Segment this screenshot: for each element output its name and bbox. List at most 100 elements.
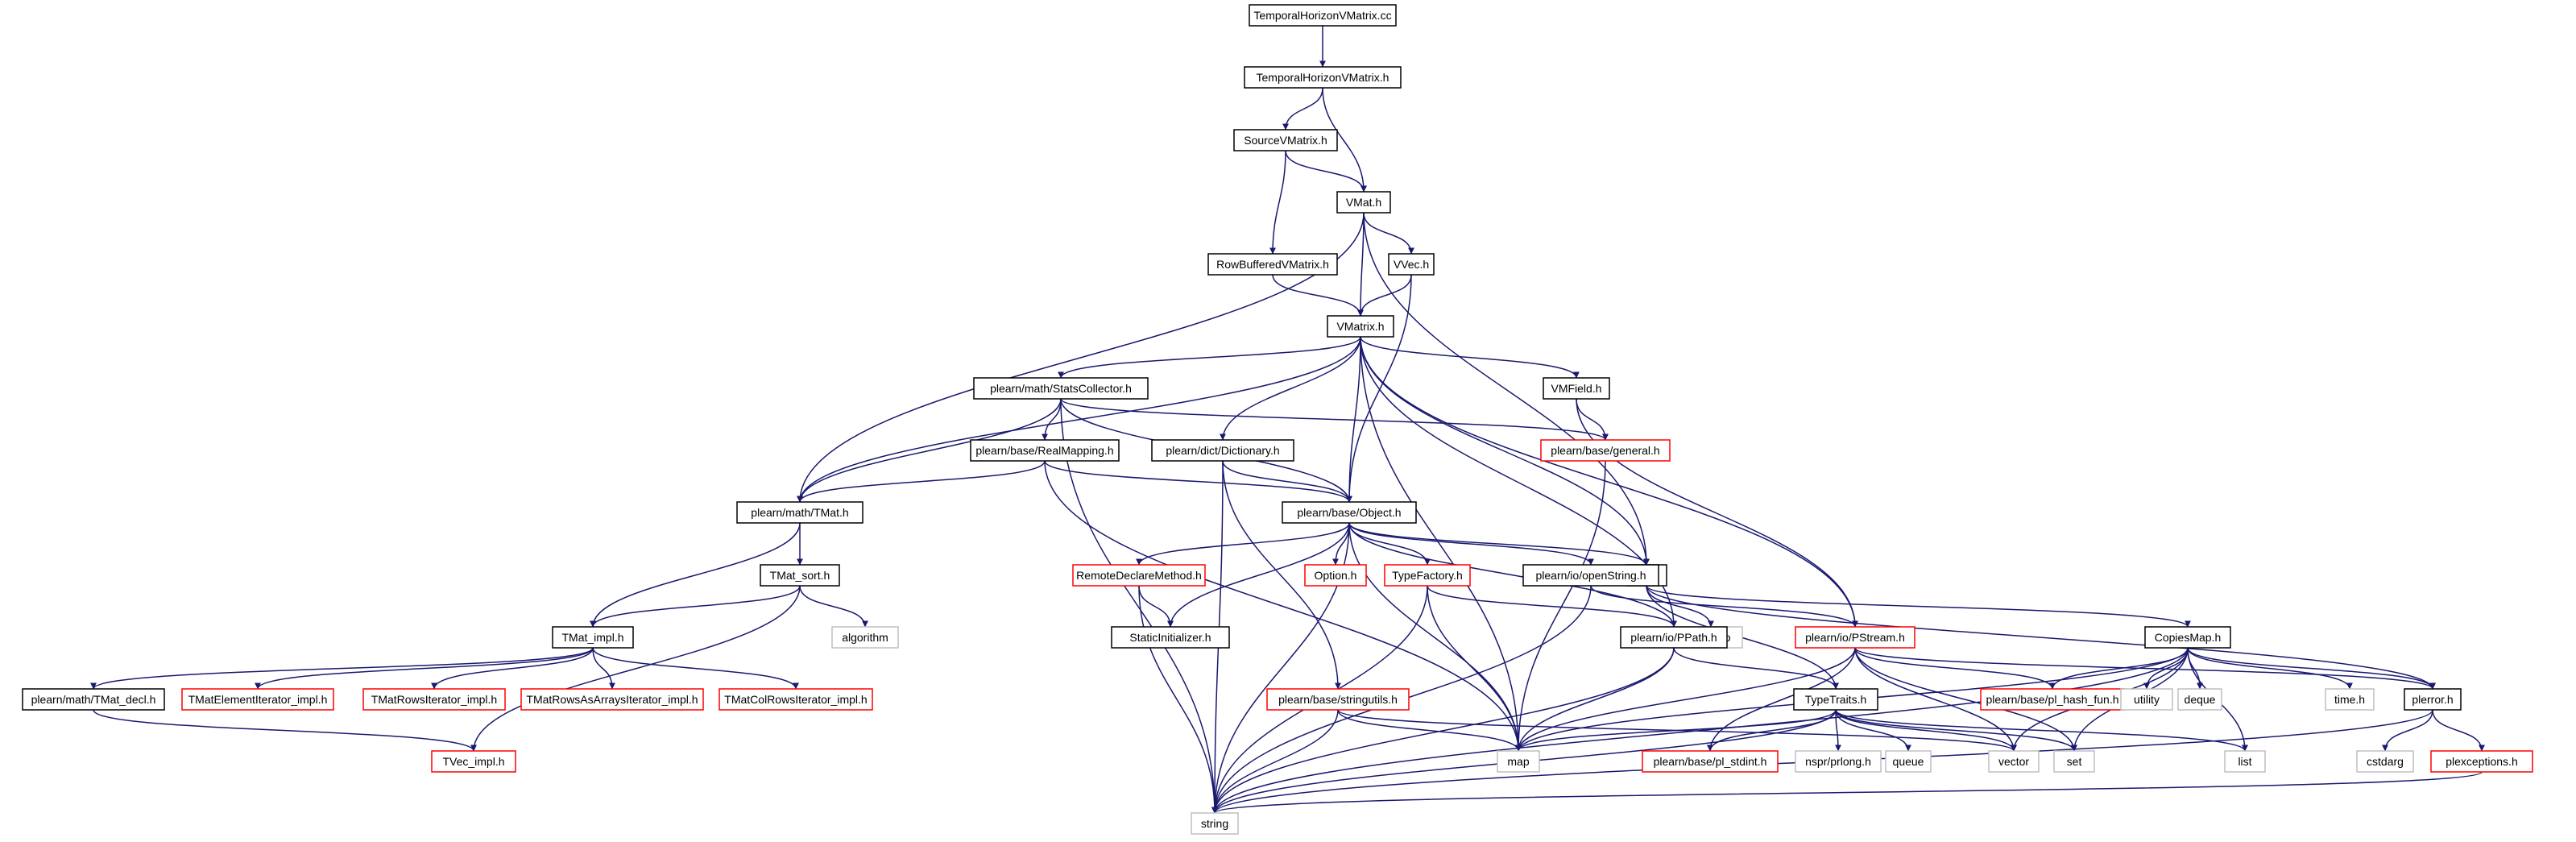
node-tmatdecl[interactable]: plearn/math/TMat_decl.h	[22, 688, 165, 711]
node-realmap[interactable]: plearn/base/RealMapping.h	[970, 439, 1120, 462]
edge-tmatimpl-to-tmatcol	[592, 647, 799, 690]
node-box-option	[1304, 564, 1367, 587]
edge-object-to-openstring	[1348, 522, 1594, 566]
node-label-dict: plearn/dict/Dictionary.h	[1166, 444, 1279, 457]
node-general[interactable]: plearn/base/general.h	[1540, 439, 1671, 462]
node-dict[interactable]: plearn/dict/Dictionary.h	[1151, 439, 1294, 462]
node-label-tvecimpl: TVec_impl.h	[442, 755, 504, 768]
node-label-utility: utility	[2134, 693, 2160, 706]
node-pstream[interactable]: plearn/io/PStream.h	[1795, 626, 1915, 649]
edge-remote-to-string	[1138, 585, 1218, 814]
node-label-typetraits: TypeTraits.h	[1805, 693, 1867, 706]
edge-vmat-to-pp	[1363, 212, 1650, 566]
node-vmatrix[interactable]: VMatrix.h	[1327, 315, 1394, 338]
edge-realmap-to-object	[1044, 460, 1352, 503]
node-copiesmap[interactable]: CopiesMap.h	[2144, 626, 2231, 649]
edge-vvec-to-object	[1346, 274, 1412, 503]
node-label-tmatelem: TMatElementIterator_impl.h	[188, 693, 328, 706]
node-typetraits[interactable]: TypeTraits.h	[1793, 688, 1878, 711]
node-root[interactable]: TemporalHorizonVMatrix.cc	[1249, 4, 1397, 27]
edge-dict-to-stringutils	[1222, 460, 1341, 690]
node-label-tmatrowsarr: TMatRowsAsArraysIterator_impl.h	[526, 693, 698, 706]
node-box-vmat	[1336, 191, 1391, 214]
edge-pstream-to-plstdint	[1707, 647, 1856, 752]
edge-pstream-to-plhash	[1854, 647, 2056, 690]
node-tvecimpl[interactable]: TVec_impl.h	[431, 750, 516, 773]
node-box-plexceptions	[2430, 750, 2533, 773]
node-label-vvec: VVec.h	[1394, 258, 1429, 271]
node-box-staticinit	[1111, 626, 1230, 649]
edge-stats-to-realmap	[1042, 398, 1062, 441]
edge-vmatrix-to-object	[1346, 336, 1361, 503]
node-vmat[interactable]: VMat.h	[1336, 191, 1391, 214]
node-vmfield[interactable]: VMField.h	[1543, 377, 1610, 400]
edge-typetraits-to-map	[1515, 709, 1837, 752]
node-box-ppath	[1620, 626, 1728, 649]
node-box-thvm	[1244, 66, 1402, 89]
edge-pstream-to-map	[1515, 647, 1856, 752]
node-tmatrowsarr[interactable]: TMatRowsAsArraysIterator_impl.h	[520, 688, 704, 711]
node-label-staticinit: StaticInitializer.h	[1129, 631, 1211, 644]
node-plexceptions[interactable]: plexceptions.h	[2430, 750, 2533, 773]
node-nspr: nspr/prlong.h	[1795, 750, 1882, 773]
node-plerror[interactable]: plerror.h	[2404, 688, 2462, 711]
node-tmatimpl[interactable]: TMat_impl.h	[552, 626, 634, 649]
node-label-tmatrows: TMatRowsIterator_impl.h	[371, 693, 497, 706]
node-tmatrows[interactable]: TMatRowsIterator_impl.h	[362, 688, 506, 711]
node-object[interactable]: plearn/base/Object.h	[1282, 501, 1417, 524]
edge-typetraits-to-list	[1835, 709, 2248, 752]
edge-typetraits-to-set	[1835, 709, 2077, 752]
node-box-string	[1191, 812, 1239, 835]
node-tmatcol[interactable]: TMatColRowsIterator_impl.h	[719, 688, 873, 711]
edge-stats-to-general	[1060, 398, 1609, 441]
edge-ppath-to-typetraits	[1673, 647, 1839, 690]
edge-vmatrix-to-tmat	[797, 336, 1361, 503]
node-box-tmatsort	[760, 564, 840, 587]
node-tmatsort[interactable]: TMat_sort.h	[760, 564, 840, 587]
edge-object-to-ppath	[1348, 522, 1677, 628]
node-box-src	[1233, 129, 1338, 151]
node-stats[interactable]: plearn/math/StatsCollector.h	[973, 377, 1149, 400]
node-option[interactable]: Option.h	[1304, 564, 1367, 587]
node-box-general	[1540, 439, 1671, 462]
node-box-cstdarg	[2356, 750, 2414, 773]
node-typefactory[interactable]: TypeFactory.h	[1384, 564, 1471, 587]
node-openstring[interactable]: plearn/io/openString.h	[1522, 564, 1659, 587]
node-string: string	[1191, 812, 1239, 835]
edge-copiesmap-to-string	[1211, 647, 2189, 814]
node-rowbuf[interactable]: RowBufferedVMatrix.h	[1207, 253, 1338, 276]
node-label-object: plearn/base/Object.h	[1297, 506, 1401, 519]
node-box-copiesmap	[2144, 626, 2231, 649]
node-label-rowbuf: RowBufferedVMatrix.h	[1216, 258, 1329, 271]
edge-stats-to-string	[1060, 398, 1218, 814]
node-src[interactable]: SourceVMatrix.h	[1233, 129, 1338, 151]
node-box-plerror	[2404, 688, 2462, 711]
node-label-vmat: VMat.h	[1346, 196, 1381, 209]
node-algorithm: algorithm	[831, 626, 899, 649]
node-remote[interactable]: RemoteDeclareMethod.h	[1072, 564, 1206, 587]
node-staticinit[interactable]: StaticInitializer.h	[1111, 626, 1230, 649]
node-tmatelem[interactable]: TMatElementIterator_impl.h	[181, 688, 334, 711]
node-label-pstream: plearn/io/PStream.h	[1805, 631, 1905, 644]
node-ppath[interactable]: plearn/io/PPath.h	[1620, 626, 1728, 649]
node-stringutils[interactable]: plearn/base/stringutils.h	[1266, 688, 1410, 711]
edge-object-to-map	[1348, 522, 1522, 752]
edge-object-to-pp	[1348, 522, 1650, 566]
node-thvm[interactable]: TemporalHorizonVMatrix.h	[1244, 66, 1402, 89]
node-plhash[interactable]: plearn/base/pl_hash_fun.h	[1980, 688, 2125, 711]
node-vvec[interactable]: VVec.h	[1388, 253, 1435, 276]
node-label-tmatimpl: TMat_impl.h	[561, 631, 623, 644]
edge-vvec-to-vmatrix	[1357, 274, 1412, 317]
node-box-vmfield	[1543, 377, 1610, 400]
node-tmat[interactable]: plearn/math/TMat.h	[736, 501, 863, 524]
node-label-map: map	[1507, 755, 1529, 768]
edge-pstream-to-set	[1854, 647, 2077, 752]
edge-vmatrix-to-map	[1360, 336, 1522, 752]
edge-pp-to-copiesmap	[1646, 585, 2191, 628]
node-box-realmap	[970, 439, 1120, 462]
node-plstdint[interactable]: plearn/base/pl_stdint.h	[1642, 750, 1779, 773]
node-label-tmatsort: TMat_sort.h	[770, 569, 830, 582]
edge-general-to-map	[1515, 460, 1606, 752]
edge-tmatimpl-to-tmatelem	[255, 647, 594, 690]
